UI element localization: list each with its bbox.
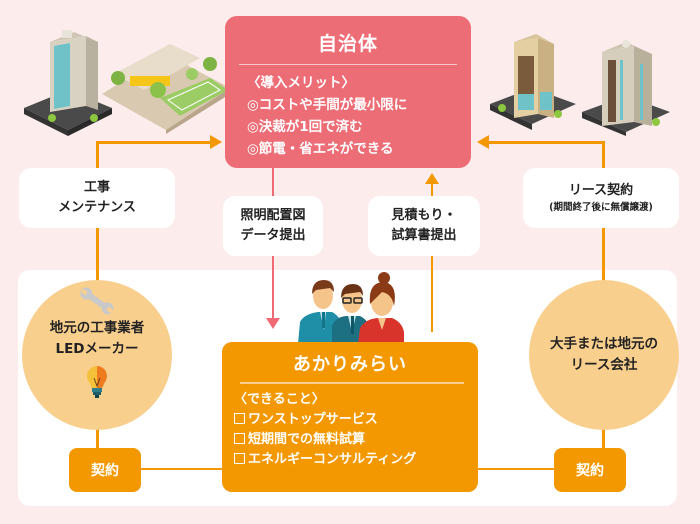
connector-estimate-line xyxy=(431,184,433,332)
connector-right-lower xyxy=(602,420,605,450)
partner-line: 地元の工事業者 xyxy=(49,320,145,336)
contract-badge-right: 契約 xyxy=(554,448,626,492)
label-line: リース契約 xyxy=(568,183,634,198)
municipality-box: 自治体 〈導入メリット〉 ◎コストや手間が最小限に ◎決裁が1回で済む ◎節電・… xyxy=(225,16,471,168)
office-tower-illustration xyxy=(24,30,112,136)
lease-contract-label: リース契約 (期間終了後に無償譲渡) xyxy=(523,168,679,228)
contract-badge-left: 契約 xyxy=(69,448,141,492)
benefits-heading: 〈導入メリット〉 xyxy=(247,75,355,91)
company-title: あかりみらい xyxy=(293,354,407,375)
school-campus-illustration xyxy=(102,44,230,134)
wrench-icon xyxy=(80,287,114,315)
connector-bottom-left xyxy=(140,468,224,470)
service-label: エネルギーコンサルティング xyxy=(248,452,417,467)
connector-bottom-right xyxy=(476,468,566,470)
label-note: (期間終了後に無償譲渡) xyxy=(549,202,653,213)
company-box: あかりみらい 〈できること〉 ワンストップサービス 短期間での無料試算 エネルギ… xyxy=(222,342,478,492)
arrow-right-icon xyxy=(210,135,222,149)
service-label: 短期間での無料試算 xyxy=(248,432,366,447)
service-item: ワンストップサービス xyxy=(234,410,478,430)
partner-line: リース会社 xyxy=(570,357,638,373)
checkbox-icon xyxy=(234,433,245,444)
label-line: データ提出 xyxy=(240,228,306,243)
service-label: ワンストップサービス xyxy=(248,412,378,427)
hotel-tower-illustration xyxy=(490,34,576,130)
benefit-item: ◎決裁が1回で済む xyxy=(247,119,363,135)
divider xyxy=(240,382,464,384)
partner-line: 大手または地元の xyxy=(550,336,658,352)
label-line: メンテナンス xyxy=(58,200,136,215)
label-line: 照明配置図 xyxy=(240,208,306,223)
estimate-label: 見積もり・ 試算書提出 xyxy=(368,196,480,256)
arrow-left-icon xyxy=(477,135,489,149)
municipality-title: 自治体 xyxy=(317,33,378,55)
checkbox-icon xyxy=(234,413,245,424)
lighting-layout-label: 照明配置図 データ提出 xyxy=(223,196,323,256)
partner-line: LEDメーカー xyxy=(55,341,139,357)
checkbox-icon xyxy=(234,453,245,464)
service-item: 短期間での無料試算 xyxy=(234,430,478,450)
benefit-item: ◎コストや手間が最小限に xyxy=(247,97,408,113)
arrow-up-icon xyxy=(425,173,439,184)
divider xyxy=(239,64,457,65)
team-people-illustration xyxy=(298,272,404,344)
services-heading: 〈できること〉 xyxy=(234,392,325,407)
connector-left-lower xyxy=(96,420,99,450)
construction-maintenance-label: 工事 メンテナンス xyxy=(19,168,175,228)
apartment-tower-illustration xyxy=(582,40,670,136)
arrow-down-icon xyxy=(266,318,280,329)
label-line: 見積もり・ xyxy=(391,208,457,223)
service-item: エネルギーコンサルティング xyxy=(234,450,478,470)
connector-left-horizontal xyxy=(96,141,212,144)
leasing-company-circle: 大手または地元の リース会社 xyxy=(529,280,679,430)
benefit-item: ◎節電・省エネができる xyxy=(247,141,394,157)
local-contractor-circle: 地元の工事業者 LEDメーカー xyxy=(22,280,172,430)
connector-right-horizontal xyxy=(488,141,605,144)
lightbulb-icon xyxy=(87,366,107,398)
label-line: 工事 xyxy=(83,180,110,195)
label-line: 試算書提出 xyxy=(391,228,457,243)
